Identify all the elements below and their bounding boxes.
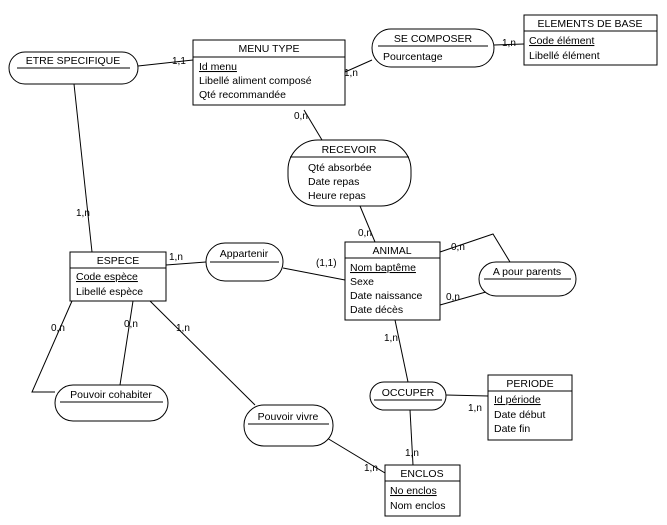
entity-periode[interactable]: PERIODE Id période Date début Date fin bbox=[487, 374, 573, 441]
entity-key: Code espèce bbox=[76, 271, 138, 283]
cardinality-labels: 1,1 1,n 1,n 1,n 0,n 0,n 1,n (1,1) 0,n 0,… bbox=[51, 38, 516, 474]
association-pouvoir-cohabiter[interactable]: Pouvoir cohabiter bbox=[54, 384, 169, 422]
link-menu-secomposer bbox=[344, 59, 373, 73]
association-occuper[interactable]: OCCUPER bbox=[369, 381, 447, 411]
entity-attr: Qté recommandée bbox=[199, 89, 286, 101]
link-animal-parents-top bbox=[439, 233, 511, 263]
entity-attr: Libellé élément bbox=[529, 50, 600, 62]
cardinality-enclos-occuper: 1,n bbox=[405, 448, 419, 459]
link-secomposer-elements bbox=[493, 43, 525, 46]
cardinality-espece-cohab-right: 0,n bbox=[124, 319, 138, 330]
entity-attr: Libellé espèce bbox=[76, 286, 143, 298]
link-espece-cohab-right bbox=[119, 300, 134, 386]
link-appartenir-animal bbox=[282, 267, 346, 281]
cardinality-espece-cohab-left: 0,n bbox=[51, 323, 65, 334]
association-pouvoir-vivre[interactable]: Pouvoir vivre bbox=[243, 404, 334, 447]
association-title: OCCUPER bbox=[382, 387, 435, 399]
association-se-composer[interactable]: SE COMPOSER Pourcentage bbox=[371, 28, 495, 68]
link-recevoir-animal bbox=[359, 205, 376, 243]
entity-key: Id menu bbox=[199, 61, 237, 73]
association-etre-specifique[interactable]: ETRE SPECIFIQUE bbox=[8, 51, 139, 85]
association-title: RECEVOIR bbox=[322, 144, 377, 156]
entity-title: ELEMENTS DE BASE bbox=[537, 18, 642, 30]
entity-espece[interactable]: ESPECE Code espèce Libellé espèce bbox=[69, 251, 167, 302]
entity-attr: Date naissance bbox=[350, 290, 423, 302]
association-attr: Heure repas bbox=[308, 190, 366, 202]
association-attr: Pourcentage bbox=[383, 51, 443, 63]
entity-title: ESPECE bbox=[97, 255, 140, 267]
link-animal-occuper bbox=[394, 319, 409, 383]
association-recevoir[interactable]: RECEVOIR Qté absorbée Date repas Heure r… bbox=[287, 139, 412, 207]
cardinality-animal-occuper: 1,n bbox=[384, 333, 398, 344]
entity-elements-de-base[interactable]: ELEMENTS DE BASE Code élément Libellé él… bbox=[523, 14, 658, 66]
association-title: ETRE SPECIFIQUE bbox=[26, 55, 121, 67]
cardinality-espece-vivre: 1,n bbox=[176, 323, 190, 334]
cardinality-menu-etre: 1,1 bbox=[172, 56, 186, 67]
entity-attr: Date fin bbox=[494, 423, 530, 435]
link-occuper-enclos bbox=[409, 409, 414, 466]
cardinality-menu-compo: 1,n bbox=[344, 68, 358, 79]
association-title: Appartenir bbox=[220, 248, 269, 260]
entity-enclos[interactable]: ENCLOS No enclos Nom enclos bbox=[384, 464, 461, 517]
link-vivre-enclos bbox=[321, 434, 386, 474]
link-espece-appartenir bbox=[165, 261, 207, 266]
cardinality-enclos-vivre: 1,n bbox=[364, 463, 378, 474]
cardinality-espece-appartenir: 1,n bbox=[169, 252, 183, 263]
link-espece-cohab-left bbox=[31, 300, 73, 393]
link-occuper-periode bbox=[445, 394, 489, 397]
entity-title: MENU TYPE bbox=[238, 43, 299, 55]
association-attr: Qté absorbée bbox=[308, 162, 372, 174]
entity-title: ENCLOS bbox=[400, 468, 443, 480]
association-attr: Date repas bbox=[308, 176, 359, 188]
association-appartenir[interactable]: Appartenir bbox=[205, 242, 284, 282]
entity-attr: Date décès bbox=[350, 304, 403, 316]
entity-animal[interactable]: ANIMAL Nom baptême Sexe Date naissance D… bbox=[344, 241, 441, 321]
association-title: SE COMPOSER bbox=[394, 33, 473, 45]
entity-title: PERIODE bbox=[506, 378, 553, 390]
cardinality-animal-recevoir: 0,n bbox=[358, 228, 372, 239]
entity-attr: Nom enclos bbox=[390, 500, 445, 512]
association-title: Pouvoir cohabiter bbox=[70, 389, 152, 401]
cardinality-elem-compo: 1,n bbox=[502, 38, 516, 49]
entity-key: No enclos bbox=[390, 485, 437, 497]
association-title: A pour parents bbox=[493, 266, 561, 278]
entity-attr: Libellé aliment composé bbox=[199, 75, 312, 87]
cardinality-menu-recevoir: 0,n bbox=[294, 111, 308, 122]
link-espece-etre bbox=[73, 83, 93, 253]
links bbox=[31, 43, 525, 474]
association-a-pour-parents[interactable]: A pour parents bbox=[478, 261, 577, 297]
association-title: Pouvoir vivre bbox=[258, 411, 319, 423]
entity-key: Code élément bbox=[529, 35, 594, 47]
entity-attr: Sexe bbox=[350, 276, 374, 288]
entity-key: Nom baptême bbox=[350, 262, 416, 274]
entity-title: ANIMAL bbox=[372, 245, 411, 257]
entity-menu-type[interactable]: MENU TYPE Id menu Libellé aliment compos… bbox=[192, 39, 346, 106]
link-espece-vivre bbox=[149, 300, 256, 406]
entity-attr: Date début bbox=[494, 409, 545, 421]
entity-key: Id période bbox=[494, 394, 541, 406]
cardinality-espece-etre: 1,n bbox=[76, 208, 90, 219]
link-menu-etre bbox=[137, 59, 194, 67]
cardinality-animal-appartenir: (1,1) bbox=[316, 258, 337, 269]
cardinality-periode-occuper: 1,n bbox=[468, 403, 482, 414]
link-menu-recevoir bbox=[303, 109, 323, 141]
cardinality-animal-parents-top: 0,n bbox=[451, 242, 465, 253]
cardinality-animal-parents-bottom: 0,n bbox=[446, 292, 460, 303]
